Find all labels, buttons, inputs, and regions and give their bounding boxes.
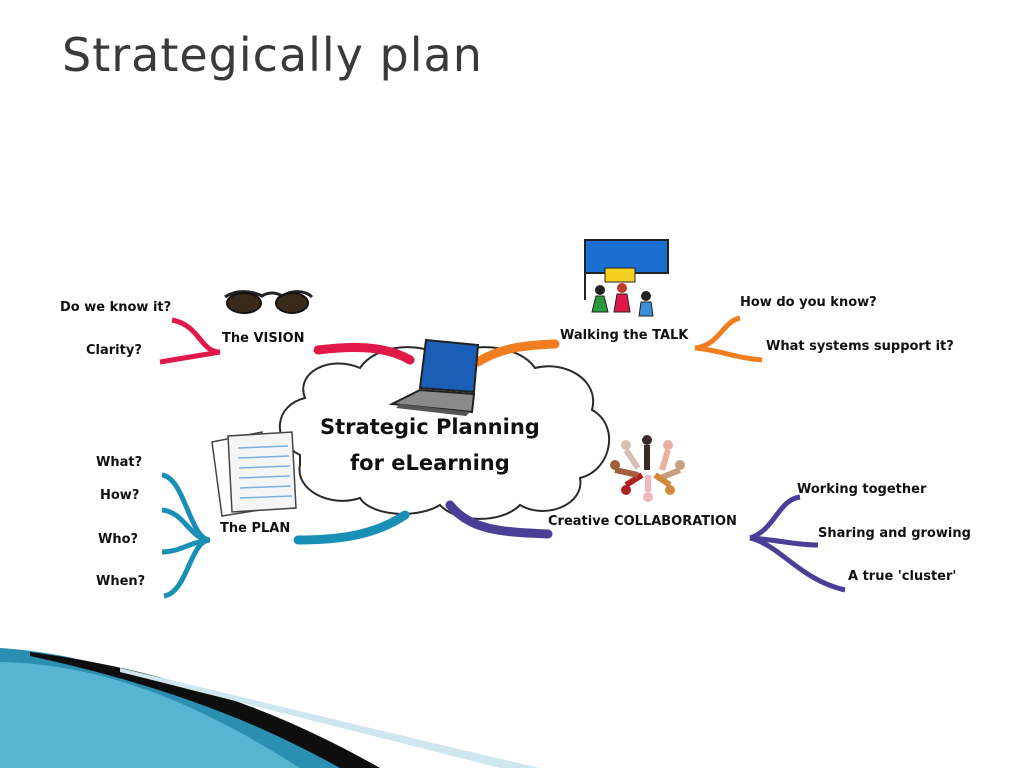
leaf-talk-1: How do you know? [740,295,877,310]
branch-label-collab: Creative COLLABORATION [548,514,737,529]
people-circle-icon [610,435,685,502]
branch-plan: The PLAN What? How? Who? When? [96,455,410,599]
branch-vision: The VISION Do we know it? Clarity? [60,300,415,365]
leaf-collab-1: Working together [797,482,927,497]
branch-label-vision: The VISION [222,331,305,346]
branch-label-plan: The PLAN [220,521,290,536]
laptop-icon [388,338,480,416]
central-cloud [279,346,610,520]
central-topic-line2: for eLearning [350,451,510,475]
document-stack-icon [211,431,297,517]
central-topic-line1: Strategic Planning [320,415,540,439]
leaf-talk-2: What systems support it? [766,339,954,354]
leaf-vision-2: Clarity? [86,343,142,358]
leaf-vision-1: Do we know it? [60,300,171,315]
bottom-swoosh-decoration [0,648,540,768]
leaf-collab-2: Sharing and growing [818,526,971,541]
branch-label-talk: Walking the TALK [560,328,689,343]
sunglasses-icon [224,290,314,314]
flag-people-icon [584,239,669,317]
leaf-plan-3: Who? [98,532,138,547]
branch-collab: Creative COLLABORATION Working together … [445,482,971,593]
branch-talk: Walking the TALK How do you know? What s… [473,295,954,367]
leaf-plan-2: How? [100,488,139,503]
leaf-plan-4: When? [96,574,145,589]
slide-title: Strategically plan [62,28,483,82]
leaf-collab-3: A true 'cluster' [848,569,956,584]
leaf-plan-1: What? [96,455,142,470]
